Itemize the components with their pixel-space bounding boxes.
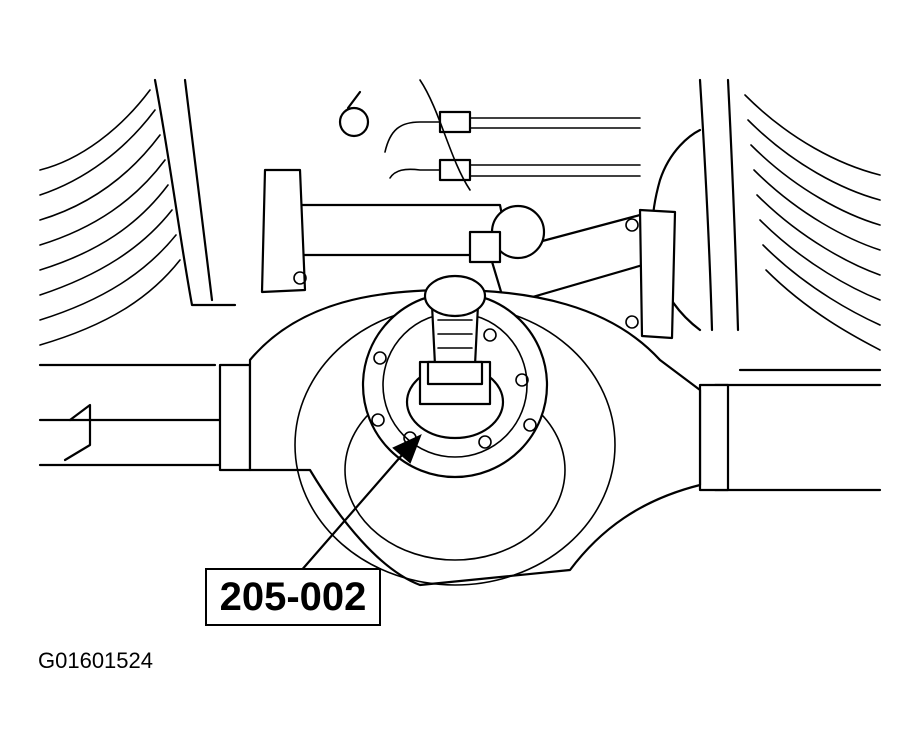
- differential-housing: [248, 288, 702, 587]
- right-frame-rail: [651, 78, 882, 372]
- brake-lines: [338, 79, 641, 191]
- callout-leader: [298, 434, 422, 574]
- axle-tubes: [38, 363, 882, 492]
- tool-callout-label: 205-002: [205, 568, 381, 626]
- left-frame-rail: [38, 78, 237, 367]
- figure-id: G01601524: [38, 648, 153, 673]
- suspension-arms: [260, 168, 677, 340]
- pinion-tool: [405, 274, 505, 440]
